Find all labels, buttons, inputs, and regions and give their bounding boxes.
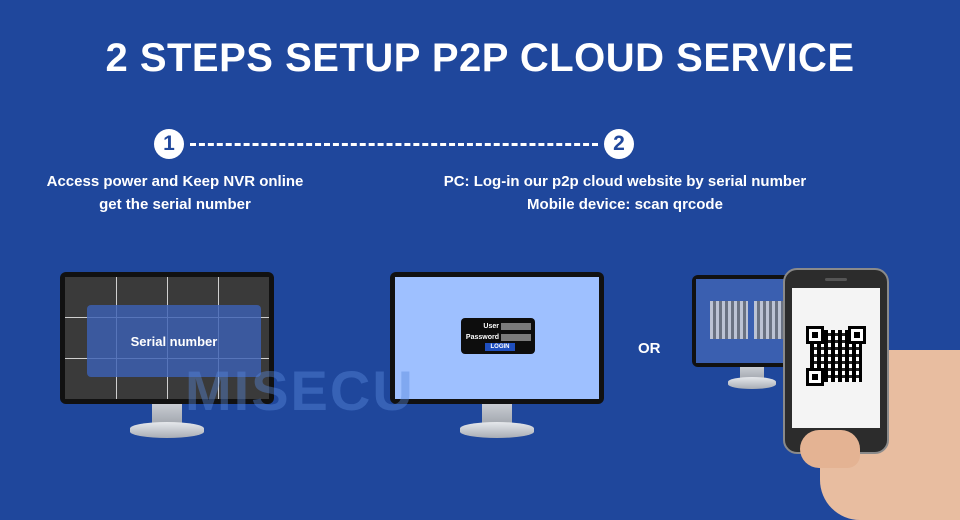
- step-2-description: PC: Log-in our p2p cloud website by seri…: [415, 170, 835, 216]
- password-label: Password: [465, 333, 499, 341]
- login-user-row: User: [465, 321, 531, 331]
- step-1-line-2: get the serial number: [99, 196, 251, 213]
- nvr-monitor-icon: Serial number: [60, 272, 274, 438]
- monitor-bezel: User Password LOGIN: [390, 272, 604, 404]
- step-1-badge: 1: [154, 129, 184, 159]
- monitor-stand-base: [728, 377, 776, 389]
- serial-number-overlay: Serial number: [87, 305, 261, 377]
- monitor-stand-base: [460, 422, 534, 438]
- user-input: [501, 322, 531, 330]
- pc-screen: User Password LOGIN: [395, 277, 599, 399]
- monitor-bezel: Serial number: [60, 272, 274, 404]
- step-2-line-1: PC: Log-in our p2p cloud website by seri…: [443, 173, 807, 190]
- password-input: [501, 333, 531, 341]
- monitor-stand-neck: [152, 404, 182, 426]
- qr-finder-pattern: [848, 326, 866, 344]
- login-button: LOGIN: [485, 343, 515, 351]
- thumb-icon: [800, 430, 860, 468]
- phone-speaker: [825, 278, 847, 281]
- step-1-line-1: Access power and Keep NVR online: [46, 173, 304, 190]
- step-1-description: Access power and Keep NVR online get the…: [25, 170, 325, 216]
- qr-finder-pattern: [806, 368, 824, 386]
- login-panel: User Password LOGIN: [461, 318, 535, 354]
- login-password-row: Password: [465, 332, 531, 342]
- pc-monitor-icon: User Password LOGIN: [390, 272, 604, 438]
- page-title: 2 STEPS SETUP P2P CLOUD SERVICE: [105, 36, 855, 80]
- step-2-line-2: Mobile device: scan qrcode: [527, 196, 723, 213]
- phone-screen: [792, 288, 880, 428]
- qr-finder-pattern: [806, 326, 824, 344]
- smartphone-icon: [783, 268, 889, 454]
- qr-code-icon: [710, 301, 748, 339]
- step-2-badge: 2: [604, 129, 634, 159]
- monitor-stand-base: [130, 422, 204, 438]
- step-connector-dashed-line: [190, 143, 598, 146]
- or-label: OR: [638, 340, 661, 357]
- brand-watermark: MISECU: [185, 359, 415, 422]
- nvr-grid-screen: Serial number: [65, 277, 269, 399]
- monitor-stand-neck: [482, 404, 512, 426]
- user-label: User: [483, 322, 499, 330]
